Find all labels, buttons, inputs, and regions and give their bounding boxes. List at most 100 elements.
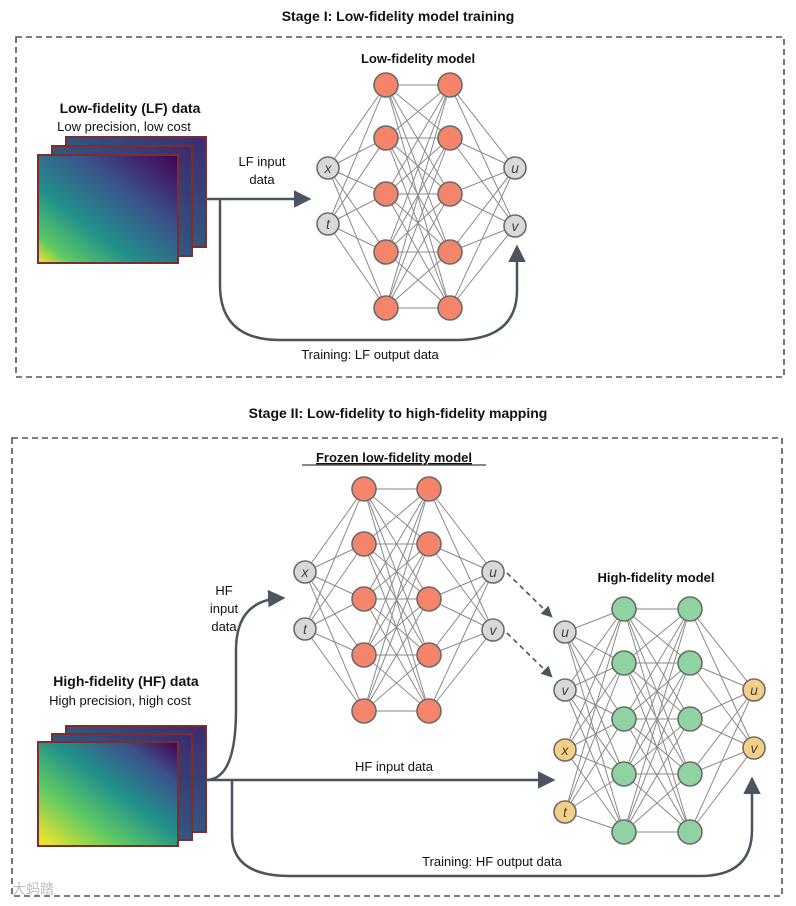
hf-edge [564, 662, 625, 751]
hf-hidden-node [611, 819, 637, 845]
lf-edge [449, 167, 516, 253]
lf-input-label-2: data [249, 172, 275, 187]
hf-model-title: High-fidelity model [598, 570, 715, 585]
lf-edge [385, 137, 451, 195]
frozen-edge [428, 543, 494, 631]
hf-edge [564, 689, 625, 833]
lf-output-label: u [511, 160, 519, 176]
lf-edge [449, 225, 516, 309]
frozen-edge [363, 654, 430, 712]
hf-edge [564, 608, 625, 813]
lf-input-label: t [326, 216, 331, 232]
lf-edge [449, 84, 516, 169]
lf-training-arrow [218, 199, 526, 342]
lf-edge [449, 167, 516, 309]
frozen-edge [428, 629, 494, 712]
lf-edge [327, 84, 387, 169]
hf-hidden-node [611, 706, 637, 732]
lf-input-node [316, 156, 340, 180]
lf-edge [385, 84, 451, 195]
hf-edge [689, 662, 755, 749]
watermark: 大蚂踏 [12, 882, 54, 898]
stage2-frame [11, 437, 783, 897]
stage1-title: Stage I: Low-fidelity model training [282, 8, 515, 24]
frozen-edge [363, 543, 430, 712]
lf-edge [327, 167, 387, 253]
lf-output-node [503, 214, 527, 238]
hf-edge [564, 718, 625, 813]
hf-hidden-node [611, 650, 637, 676]
hf-edge [623, 608, 691, 664]
hf-hidden-node [677, 596, 703, 622]
frozen-edge [428, 571, 494, 712]
hf-edge [564, 608, 625, 691]
hf-input-label-1: HF [215, 583, 232, 598]
frozen-hidden-node [416, 586, 442, 612]
frozen-edge [363, 598, 430, 712]
lf-edge [449, 84, 516, 227]
stage1-frame [15, 36, 785, 378]
hf-edge [564, 662, 625, 813]
lf-edge [385, 193, 451, 309]
frozen-hidden-node [351, 642, 377, 668]
hf-training-label: Training: HF output data [422, 854, 562, 869]
frozen-edge [304, 543, 365, 630]
hf-edge [564, 608, 625, 751]
frozen-hidden-node [351, 531, 377, 557]
frozen-model-title: Frozen low-fidelity model [316, 450, 472, 465]
hf-edge [623, 608, 691, 720]
lf-edge [385, 251, 451, 309]
hf-output-label: v [751, 740, 759, 756]
frozen-hidden-node [351, 476, 377, 502]
frozen-output-label: u [489, 564, 497, 580]
frozen-input-label: t [303, 621, 308, 637]
frozen-hidden-node [351, 698, 377, 724]
hf-input-node [553, 678, 577, 702]
hf-edge [564, 631, 625, 720]
hf-edge [689, 608, 755, 691]
hf-output-node [742, 678, 766, 702]
lf-input-node [316, 212, 340, 236]
frozen-input-node [293, 560, 317, 584]
hf-data-title: High-fidelity (HF) data [53, 673, 199, 689]
hf-to-frozen-arrow [205, 589, 286, 782]
frozen-edge [363, 488, 430, 545]
lf-model-title: Low-fidelity model [361, 51, 475, 66]
hf-output-node [742, 736, 766, 760]
lf-edge [327, 84, 387, 225]
hf-input-label: t [563, 804, 568, 820]
lf-hidden-node [373, 295, 399, 321]
lf-hidden-node [437, 181, 463, 207]
lf-input-label-1: LF input [239, 154, 286, 169]
hf-edge [623, 718, 691, 833]
frozen-hidden-node [416, 642, 442, 668]
hf-edge [689, 608, 755, 749]
hf-data-stack [37, 725, 207, 847]
frozen-edge [363, 488, 430, 712]
lf-output-label: v [512, 218, 520, 234]
lf-hidden-node [373, 239, 399, 265]
lf-hidden-node [437, 239, 463, 265]
frozen-hidden-node [416, 698, 442, 724]
frozen-edges [304, 488, 494, 712]
lf-training-label: Training: LF output data [301, 347, 439, 362]
hf-hidden-node [611, 761, 637, 787]
hf-edge [564, 689, 625, 775]
transfer-u-arrow [506, 572, 553, 618]
lf-hidden-node [373, 125, 399, 151]
stage2-title: Stage II: Low-fidelity to high-fidelity … [249, 405, 548, 421]
frozen-output-node [481, 560, 505, 584]
frozen-hidden-node [416, 476, 442, 502]
hf-training-arrow [230, 776, 761, 878]
hf-edge [564, 749, 625, 833]
hf-input-data-label: HF input data [355, 759, 434, 774]
hf-input-label: x [561, 742, 570, 758]
frozen-hidden-node [351, 586, 377, 612]
lf-edges [327, 84, 516, 309]
hf-edge [623, 608, 691, 775]
frozen-output-label: v [490, 622, 498, 638]
frozen-edge [304, 488, 365, 630]
